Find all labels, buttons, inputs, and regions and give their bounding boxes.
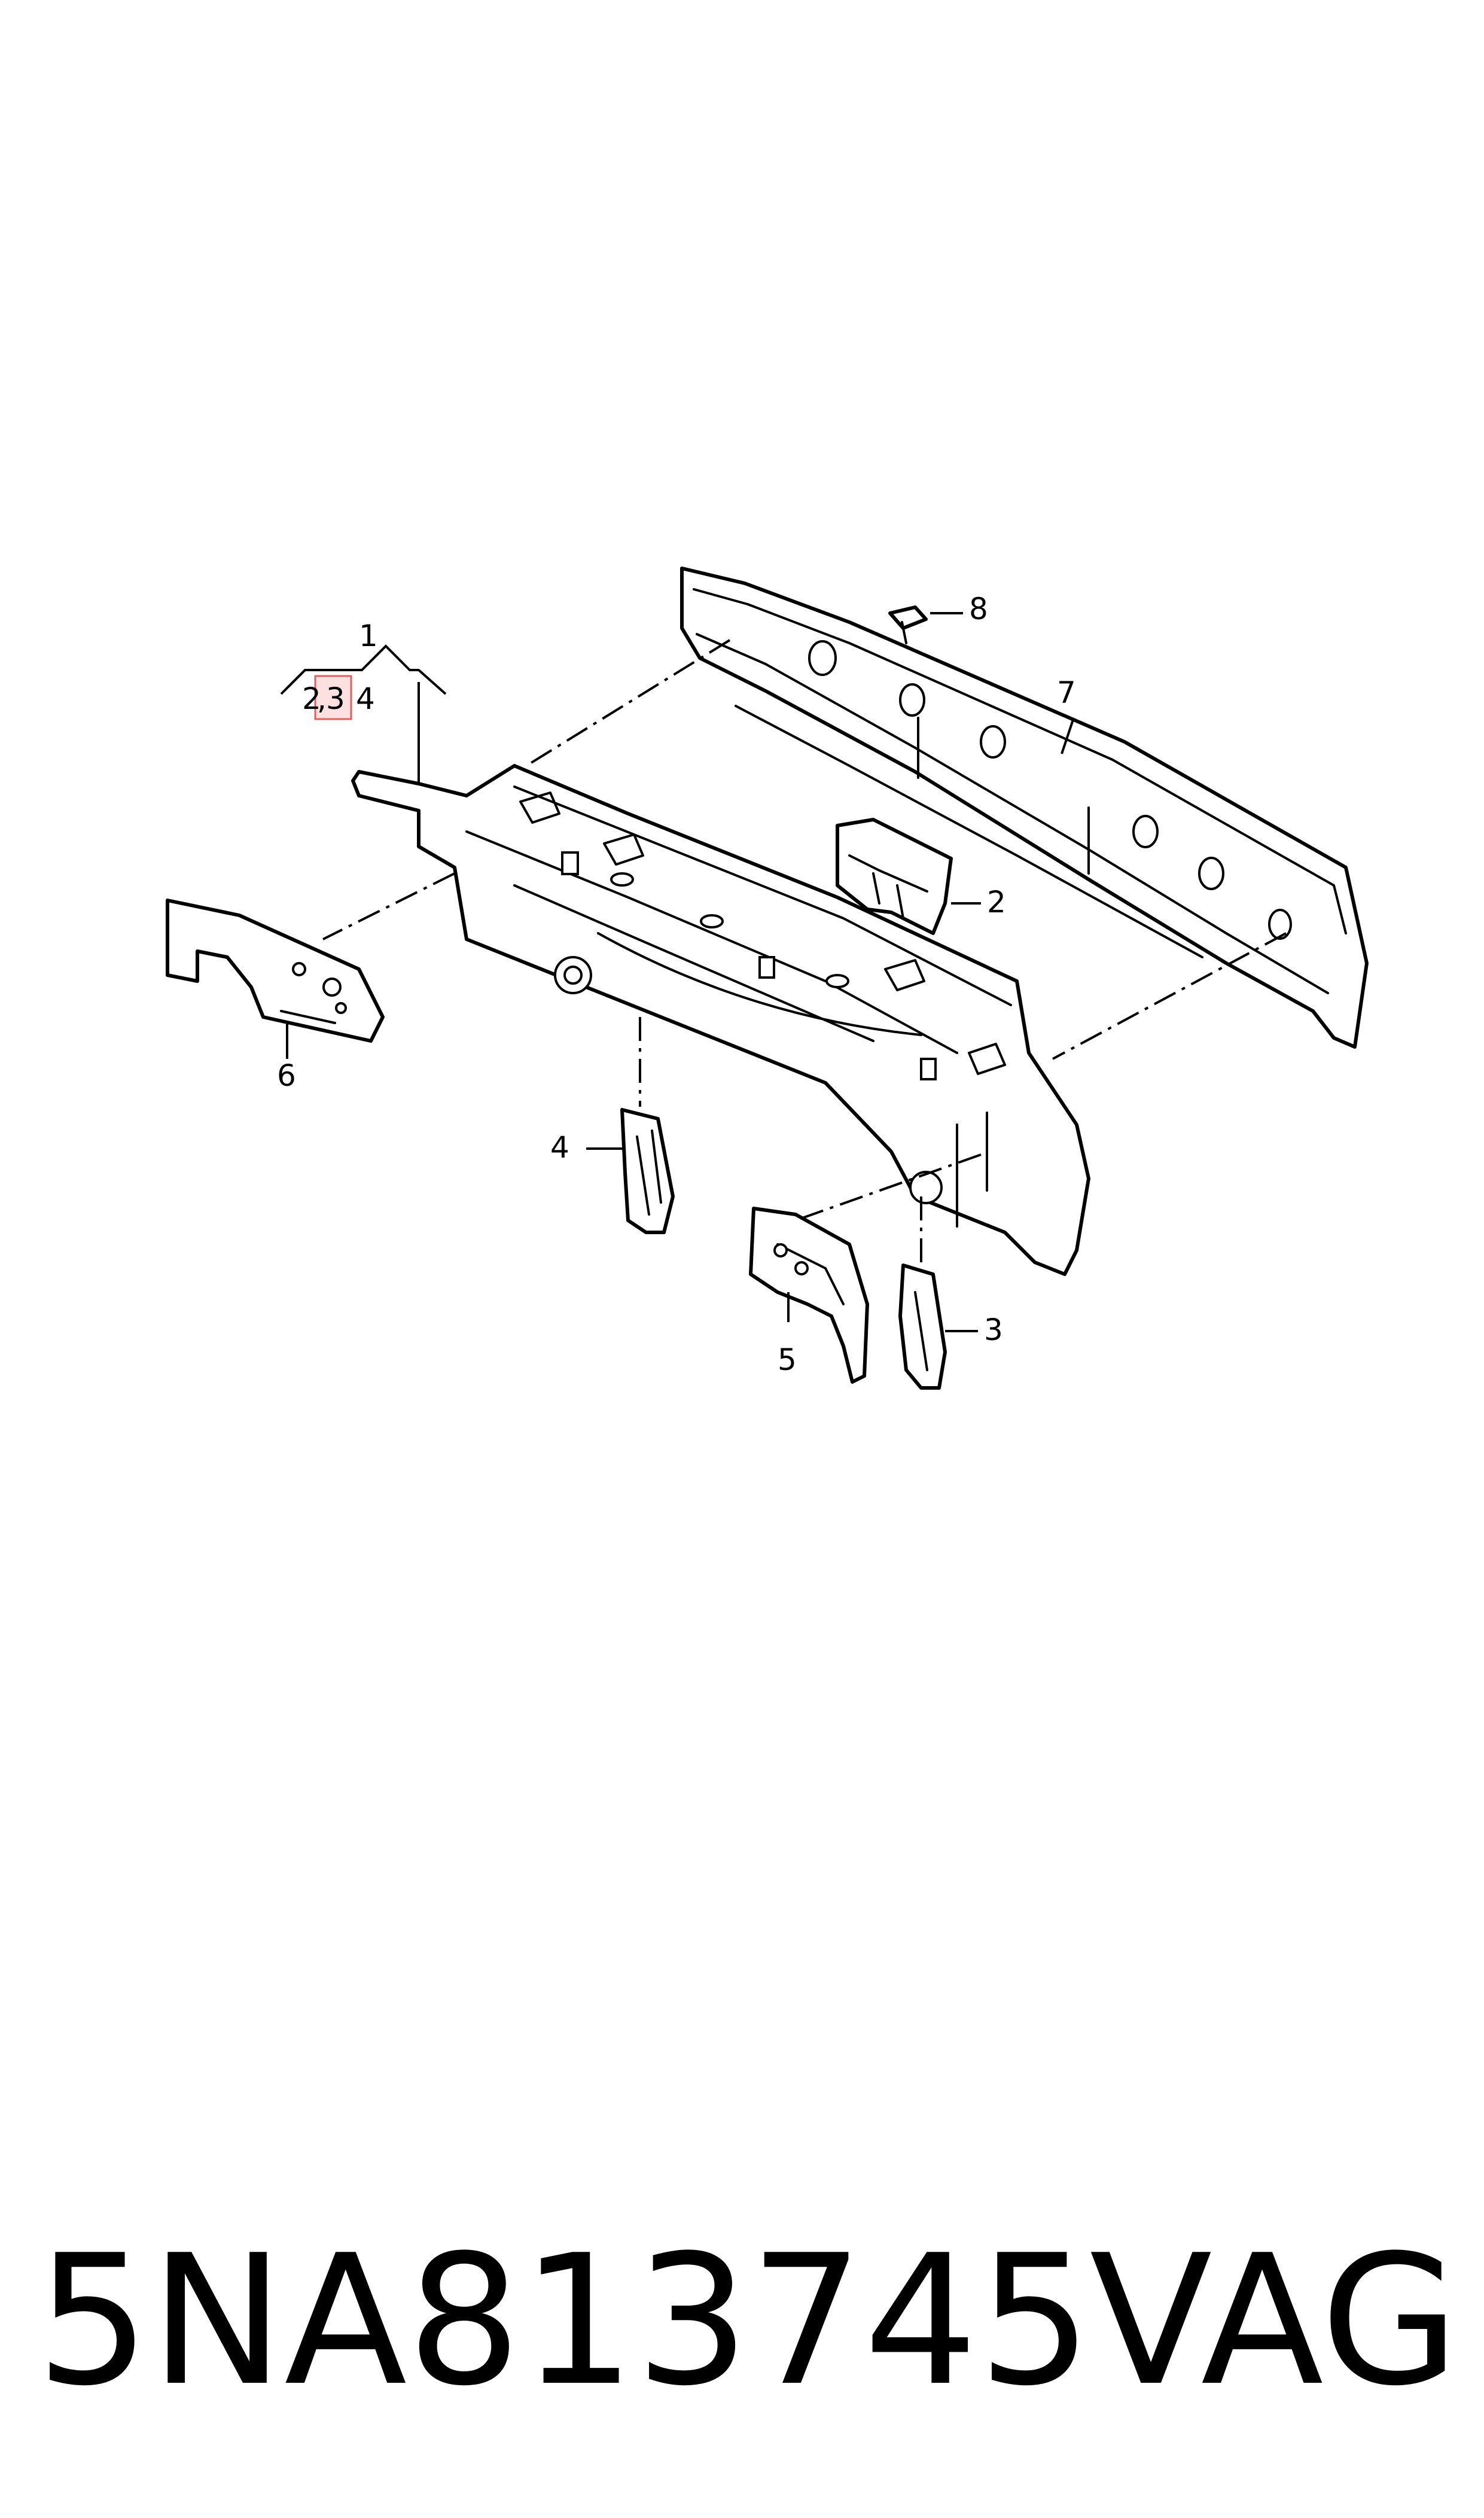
callout-1: 1 (359, 619, 378, 653)
leader-lines (280, 612, 1075, 1332)
callout-3: 3 (984, 1313, 1003, 1347)
highlight-box (314, 675, 352, 720)
assembly-lines (322, 639, 1287, 1268)
brand-name: VAG (1089, 2216, 1459, 2425)
part-1-rear-panel (351, 764, 1090, 1276)
part-7-rear-crossmember (680, 567, 1369, 1049)
callout-5: 5 (778, 1342, 797, 1377)
callout-6: 6 (277, 1058, 296, 1093)
callout-group-4: 4 (356, 681, 375, 716)
part-5-lower-bracket (749, 1207, 869, 1384)
callout-group-2: 2 (302, 681, 321, 716)
callout-labels: 1 2 , 3 4 8 7 2 6 4 3 5 (277, 592, 1076, 1377)
part-3-reinforcement (898, 1263, 947, 1390)
callout-2: 2 (987, 885, 1006, 919)
part-2-bracket (836, 818, 953, 935)
callout-group-separator: , (317, 681, 327, 716)
callout-7: 7 (1057, 675, 1076, 710)
callout-8: 8 (969, 592, 988, 626)
part-4-reinforcement (620, 1108, 675, 1234)
callout-4: 4 (550, 1130, 569, 1165)
footer: 5NA813745 VAG (36, 2213, 1459, 2429)
part-number: 5NA813745 (36, 2216, 1092, 2425)
part-6-left-bracket (166, 899, 385, 1043)
callout-group-3: 3 (326, 681, 345, 716)
part-8-bolt (888, 605, 928, 644)
